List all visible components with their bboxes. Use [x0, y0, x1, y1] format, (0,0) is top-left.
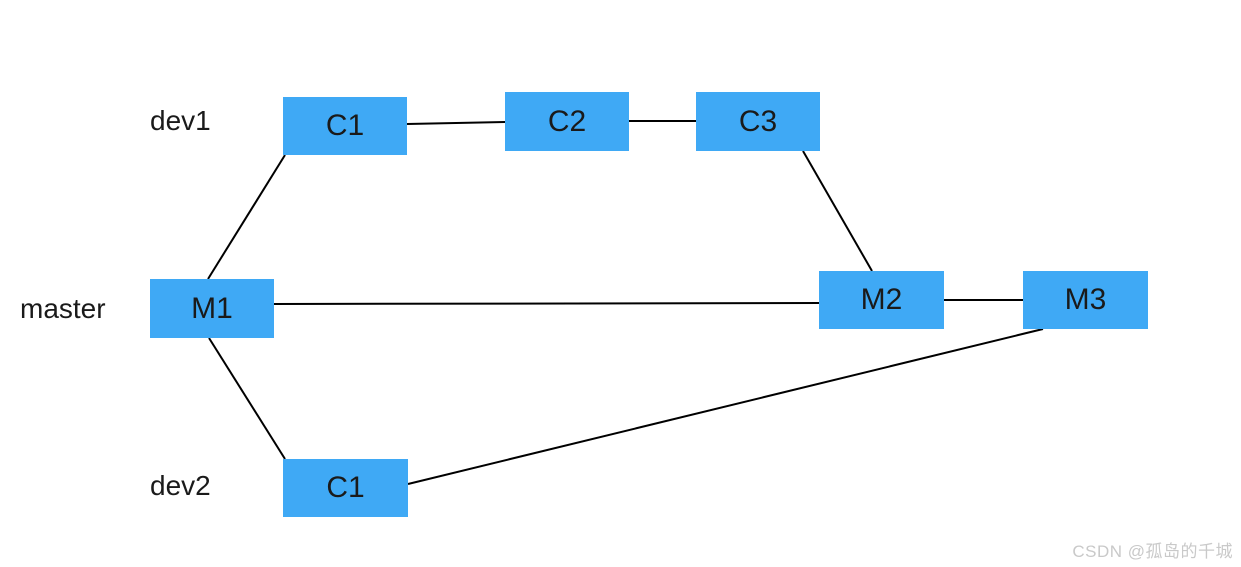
commit-node-master-m2: M2	[819, 271, 944, 329]
commit-node-dev1-c2: C2	[505, 92, 629, 151]
commit-node-dev1-c3: C3	[696, 92, 820, 151]
branch-label-master: master	[20, 293, 106, 324]
edge-dev1-c3-to-m2	[802, 150, 873, 272]
commit-node-master-m3: M3	[1023, 271, 1148, 329]
commit-node-master-m1: M1	[150, 279, 274, 338]
edge-m1-to-m2	[273, 302, 820, 305]
edge-dev2-c1-to-m3	[407, 328, 1044, 485]
watermark-text: CSDN @孤岛的千城	[1072, 542, 1233, 561]
edge-dev1-c1-to-c2	[406, 121, 506, 125]
branch-label-dev1: dev1	[150, 105, 211, 136]
commit-node-dev1-c1: C1	[283, 97, 407, 155]
edge-m1-to-dev2-c1	[208, 337, 286, 460]
branch-label-dev2: dev2	[150, 470, 211, 501]
edge-m1-to-dev1-c1	[207, 154, 286, 280]
commit-node-dev2-c1: C1	[283, 459, 408, 517]
